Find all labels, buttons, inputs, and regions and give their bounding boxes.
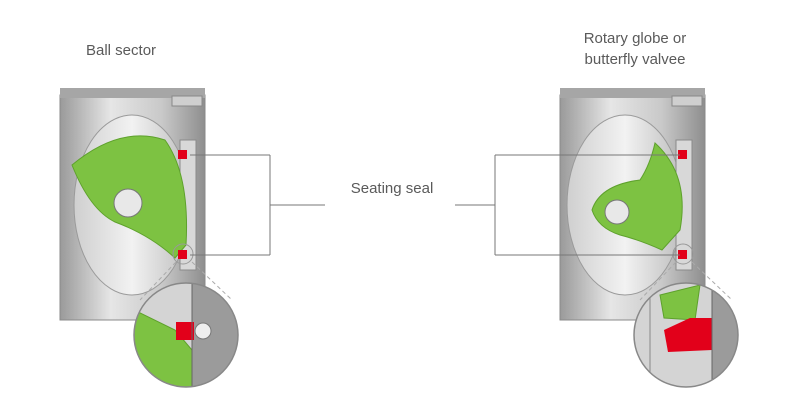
right-shaft-hole [604,199,630,225]
seating-seal-label: Seating seal [350,180,434,197]
rotary-globe-label: Rotary globe or butterfly valvee [560,28,710,70]
right-bolt [671,95,703,107]
right-detail-marker [672,243,694,265]
left-detail-marker [172,243,194,265]
left-flange-top [60,88,205,98]
left-shaft-hole [113,188,143,218]
left-seal-top [178,150,187,159]
seal-callout-lines [190,154,680,256]
right-seal-top [678,150,687,159]
ball-sector-valve [59,88,239,388]
rotary-globe-label-line2: butterfly valvee [584,51,686,68]
left-bolt [171,95,203,107]
left-seal-bottom [178,250,187,259]
rotary-globe-valve [559,88,739,388]
right-flange-top [560,88,705,98]
rotary-globe-label-line1: Rotary globe or [583,30,687,47]
ball-sector-label: Ball sector [86,42,157,59]
right-seal-bottom [678,250,687,259]
